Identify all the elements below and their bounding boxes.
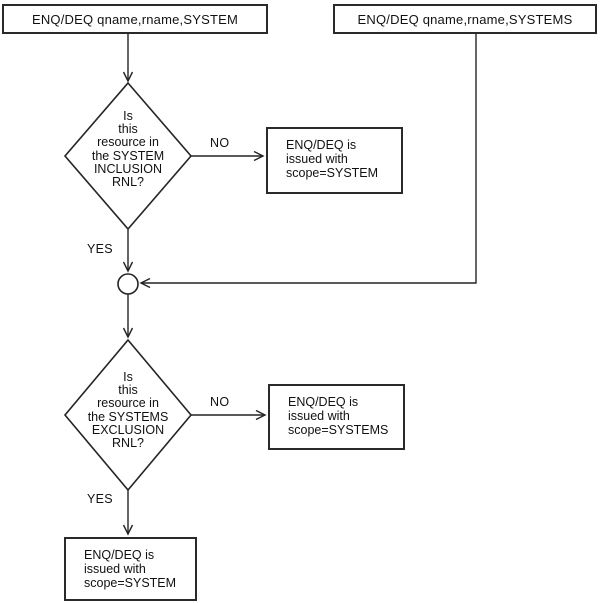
result-line: ENQ/DEQ is xyxy=(286,138,357,152)
decision-inclusion-line: RNL? xyxy=(112,175,144,190)
result-line: issued with xyxy=(288,409,350,423)
result-line: issued with xyxy=(84,562,146,576)
no-label-exclusion: NO xyxy=(210,395,230,409)
junction-circle xyxy=(117,273,139,295)
edge-input-systems-to-junction xyxy=(141,33,477,283)
result-line: issued with xyxy=(286,152,348,166)
result-box-inclusion-no: ENQ/DEQ is issued with scope=SYSTEM xyxy=(266,127,403,194)
decision-exclusion-line: RNL? xyxy=(112,436,144,451)
result-box-exclusion-yes: ENQ/DEQ is issued with scope=SYSTEM xyxy=(64,537,197,601)
result-line: scope=SYSTEMS xyxy=(288,423,389,437)
decision-inclusion-text: Is this resource in the SYSTEM INCLUSION… xyxy=(48,109,208,190)
decision-exclusion-line: EXCLUSION xyxy=(91,422,165,437)
decision-exclusion-line: Is xyxy=(123,370,133,384)
decision-inclusion-line: Is xyxy=(123,109,133,123)
result-line: scope=SYSTEM xyxy=(286,166,379,180)
result-box-exclusion-no: ENQ/DEQ is issued with scope=SYSTEMS xyxy=(268,384,405,450)
yes-label-inclusion: YES xyxy=(87,242,113,256)
decision-exclusion-text: Is this resource in the SYSTEMS EXCLUSIO… xyxy=(48,370,208,451)
yes-label-exclusion: YES xyxy=(87,492,113,506)
start-box-systems-label: ENQ/DEQ qname,rname,SYSTEMS xyxy=(357,11,573,27)
result-line: scope=SYSTEM xyxy=(84,576,177,590)
decision-exclusion-line: resource in xyxy=(97,396,159,411)
decision-inclusion-line: INCLUSION xyxy=(93,161,163,176)
start-box-systems: ENQ/DEQ qname,rname,SYSTEMS xyxy=(333,4,597,34)
result-line: ENQ/DEQ is xyxy=(288,395,359,409)
decision-inclusion-line: this xyxy=(118,122,138,137)
result-line: ENQ/DEQ is xyxy=(84,548,155,562)
decision-exclusion-line: this xyxy=(118,383,138,398)
no-label-inclusion: NO xyxy=(210,136,230,150)
start-box-system: ENQ/DEQ qname,rname,SYSTEM xyxy=(2,4,268,34)
decision-exclusion-line: the SYSTEMS xyxy=(87,409,169,424)
decision-inclusion-line: resource in xyxy=(97,135,159,150)
decision-inclusion-line: the SYSTEM xyxy=(91,148,165,163)
start-box-system-label: ENQ/DEQ qname,rname,SYSTEM xyxy=(31,11,239,27)
